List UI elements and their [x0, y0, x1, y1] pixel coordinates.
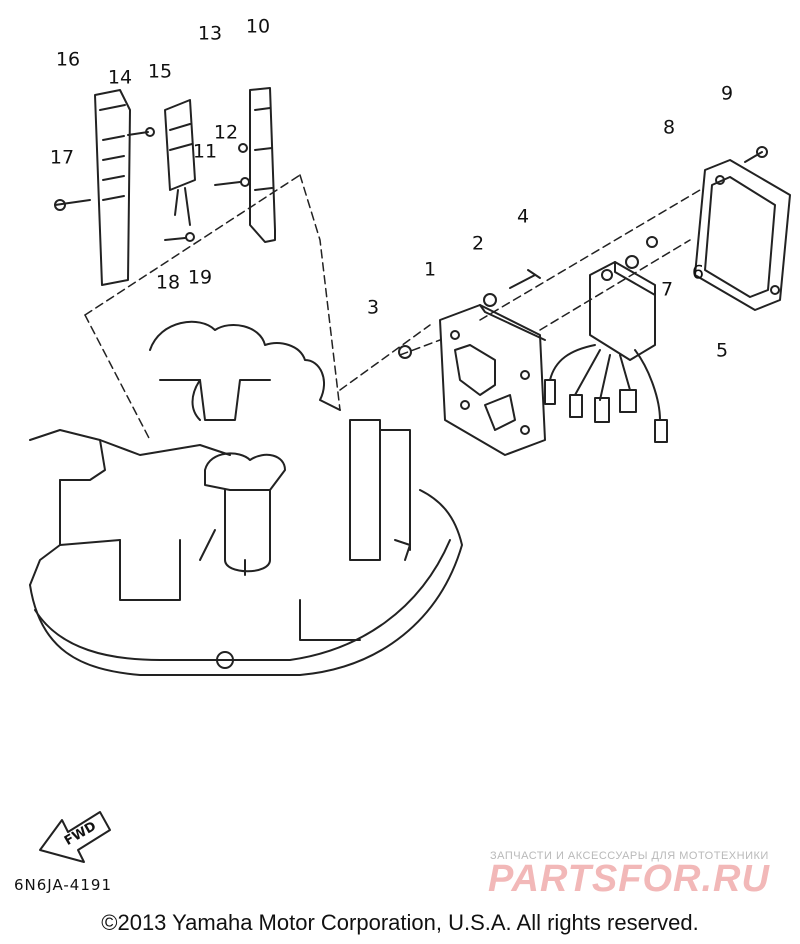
- fasteners: [398, 146, 768, 359]
- copyright-notice: ©2013 Yamaha Motor Corporation, U.S.A. A…: [101, 910, 699, 935]
- callout-8: 8: [662, 116, 676, 139]
- callout-5: 5: [715, 339, 729, 362]
- part-5-cdi-unit: [544, 261, 668, 443]
- part-13-module: [164, 99, 196, 226]
- callout-19: 19: [187, 266, 213, 289]
- callout-7: 7: [660, 278, 674, 301]
- callout-18: 18: [155, 271, 181, 294]
- upper-fasteners: [54, 127, 250, 242]
- engine-outline: [29, 320, 463, 676]
- callout-3: 3: [366, 296, 380, 319]
- fwd-arrow-icon: [39, 811, 111, 863]
- callout-17: 17: [49, 146, 75, 169]
- callout-13: 13: [197, 22, 223, 45]
- part-16-cover: [94, 89, 131, 286]
- part-10-bracket: [249, 87, 276, 243]
- callout-11: 11: [192, 140, 218, 163]
- callout-9: 9: [720, 82, 734, 105]
- callout-16: 16: [55, 48, 81, 71]
- part-1-plate: [439, 304, 546, 456]
- watermark-tagline: ЗАПЧАСТИ И АКСЕССУАРЫ ДЛЯ МОТОТЕХНИКИ: [490, 850, 769, 862]
- callout-12: 12: [213, 121, 239, 144]
- part-8-cover: [694, 159, 791, 311]
- callout-6: 6: [691, 261, 705, 284]
- part-code: 6N6JA-4191: [14, 876, 112, 894]
- callout-14: 14: [107, 66, 133, 89]
- callout-10: 10: [245, 15, 271, 38]
- watermark-logo: PARTSFOR.RU: [488, 858, 770, 900]
- callout-1: 1: [423, 258, 437, 281]
- callout-2: 2: [471, 232, 485, 255]
- callout-4: 4: [516, 205, 530, 228]
- leader-lines: [84, 174, 701, 441]
- callout-15: 15: [147, 60, 173, 83]
